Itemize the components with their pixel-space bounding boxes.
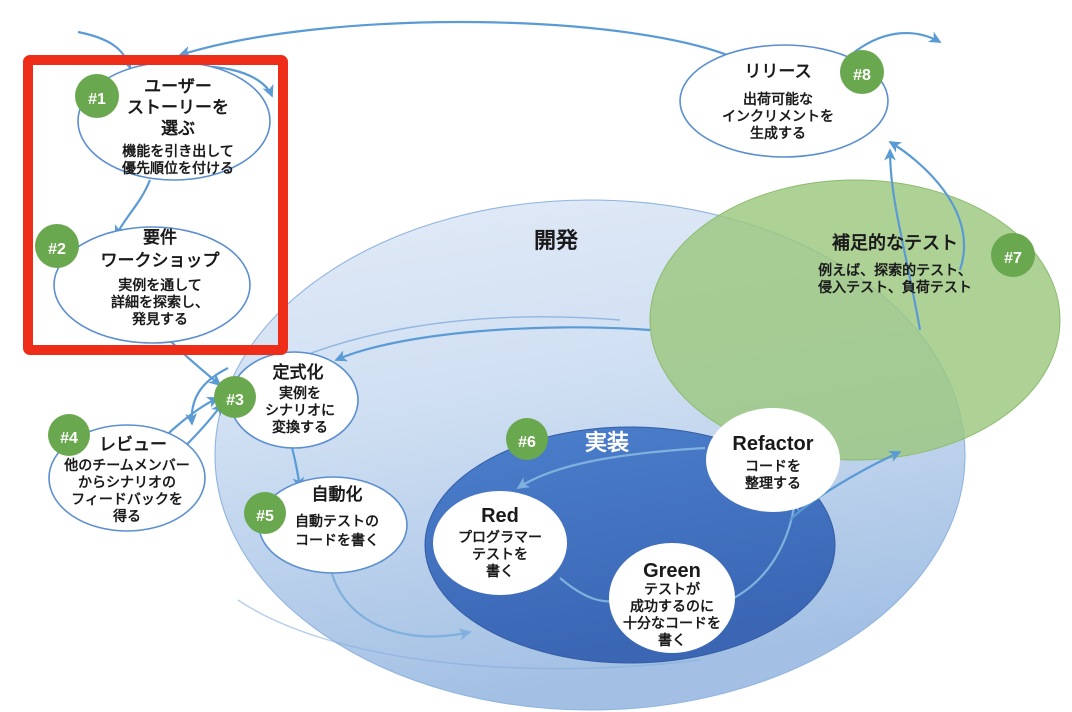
node-requirements-workshop-ellipse — [53, 226, 251, 344]
badge-3-label: #3 — [226, 392, 244, 409]
node-refactor-desc-2: 整理する — [744, 475, 801, 491]
node-user-story-title-1: ユーザー — [144, 77, 212, 96]
development-inner-arc-2 — [237, 599, 701, 670]
badge-4-label: #4 — [60, 430, 78, 447]
supplementary-testing-label: 補足的なテスト — [831, 232, 958, 253]
arrow-automation-to-implementation — [328, 564, 472, 641]
node-formalization-desc-2: シナリオに — [265, 402, 335, 418]
development-label: 開発 — [534, 228, 579, 253]
arrow-formalization-to-review — [185, 367, 229, 426]
node-formalization[interactable]: 定式化 実例を シナリオに 変換する #3 — [214, 351, 359, 449]
badge-2-label: #2 — [48, 241, 66, 258]
node-red-desc-2: テストを — [472, 546, 528, 562]
node-review[interactable]: レビュー 他のチームメンバー からシナリオの フィードバックを 得る #4 — [48, 414, 206, 532]
arrow-development-to-release — [888, 141, 966, 271]
arrow-development-to-testing — [789, 450, 902, 521]
node-user-story-title-2: ストーリーを — [127, 98, 229, 117]
badge-6-circle — [506, 418, 548, 460]
node-review-desc-4: 得る — [112, 508, 141, 524]
node-review-desc-2: からシナリオの — [78, 474, 176, 490]
node-requirements-workshop-desc-1: 実例を通して — [118, 277, 202, 293]
node-user-story-desc-1: 機能を引き出して — [122, 143, 234, 159]
node-green[interactable]: Green テストが 成功するのに 十分なコードを 書く — [609, 543, 735, 653]
arrow-inbound-user-story — [77, 30, 133, 70]
badge-2-circle — [35, 224, 79, 268]
node-green-desc-2: 成功するのに — [630, 598, 714, 614]
badge-1-label: #1 — [88, 91, 106, 108]
supplementary-testing-desc-2: 侵入テスト、負荷テスト — [817, 279, 972, 295]
node-user-story-title-3: 選ぶ — [161, 119, 195, 138]
node-user-story-desc-2: 優先順位を付ける — [121, 160, 234, 176]
node-refactor-ellipse — [706, 408, 840, 512]
badge-8-label: #8 — [853, 67, 871, 84]
node-review-title-1: レビュー — [99, 435, 167, 454]
arrow-green-to-refactor — [729, 498, 800, 601]
node-automation[interactable]: 自動化 自動テストの コードを書く #5 — [244, 476, 408, 574]
node-requirements-workshop-title-1: 要件 — [143, 227, 177, 247]
badge-7-circle — [991, 233, 1035, 277]
badge-8-circle — [840, 50, 884, 94]
node-user-story[interactable]: ユーザー ストーリーを 選ぶ 機能を引き出して 優先順位を付ける #1 — [75, 61, 271, 181]
node-refactor-desc-1: コードを — [745, 458, 801, 474]
node-red-title: Red — [481, 505, 519, 527]
node-release-desc-3: 生成する — [750, 125, 806, 141]
supplementary-testing-desc-1: 例えば、探索的テスト、 — [818, 262, 972, 278]
node-release-desc-1: 出荷可能な — [743, 91, 813, 107]
node-release-desc-2: インクリメントを — [722, 108, 834, 124]
node-review-desc-1: 他のチームメンバー — [63, 457, 190, 473]
node-red-ellipse — [433, 491, 567, 595]
node-release-ellipse — [679, 44, 889, 158]
node-automation-desc-2: コードを書く — [295, 532, 379, 548]
node-formalization-title-1: 定式化 — [273, 362, 324, 382]
node-red-desc-1: プログラマー — [458, 529, 542, 545]
node-red[interactable]: Red プログラマー テストを 書く — [433, 491, 567, 595]
badge-7-label: #7 — [1004, 250, 1022, 267]
node-review-ellipse — [48, 424, 206, 532]
node-green-ellipse — [609, 543, 735, 653]
node-requirements-workshop[interactable]: 要件 ワークショップ 実例を通して 詳細を探索し、 発見する #2 — [35, 224, 251, 344]
arrow-release-to-user-story — [178, 20, 745, 63]
arrow-refactor-to-red — [516, 446, 706, 489]
node-requirements-workshop-title-2: ワークショップ — [101, 250, 221, 270]
node-requirements-workshop-desc-3: 発見する — [131, 311, 188, 327]
arrow-testing-to-release — [884, 148, 922, 331]
node-red-desc-3: 書く — [486, 563, 514, 579]
region-supplementary-testing — [649, 179, 1061, 461]
node-release-title-1: リリース — [744, 62, 811, 81]
node-green-desc-3: 十分なコードを — [623, 615, 721, 631]
badge-5-circle — [244, 492, 286, 534]
node-green-title: Green — [643, 560, 701, 582]
node-green-desc-4: 書く — [658, 632, 686, 648]
node-refactor-title: Refactor — [732, 433, 813, 455]
node-requirements-workshop-desc-2: 詳細を探索し、 — [111, 294, 209, 310]
badge-4-circle — [48, 414, 90, 456]
implementation-text: 実装 #6 — [506, 418, 629, 460]
supplementary-testing-text: 補足的なテスト 例えば、探索的テスト、 侵入テスト、負荷テスト #7 — [817, 232, 1035, 295]
node-release[interactable]: リリース 出荷可能な インクリメントを 生成する #8 — [679, 44, 889, 158]
node-review-desc-3: フィードバックを — [71, 491, 183, 507]
badge-3-circle — [214, 376, 256, 418]
badge-5-label: #5 — [256, 508, 274, 525]
node-formalization-desc-3: 変換する — [272, 419, 328, 435]
arrow-development-to-formalization — [334, 326, 651, 362]
node-automation-title-1: 自動化 — [312, 484, 363, 504]
supplementary-testing-ellipse — [649, 179, 1061, 461]
node-green-desc-1: テストが — [644, 581, 701, 597]
node-automation-desc-1: 自動テストの — [295, 513, 379, 529]
badge-1-circle — [75, 74, 119, 118]
node-refactor[interactable]: Refactor コードを 整理する — [706, 408, 840, 512]
badge-6-label: #6 — [518, 434, 536, 451]
node-formalization-desc-1: 実例を — [279, 385, 321, 401]
implementation-label: 実装 — [585, 430, 629, 455]
